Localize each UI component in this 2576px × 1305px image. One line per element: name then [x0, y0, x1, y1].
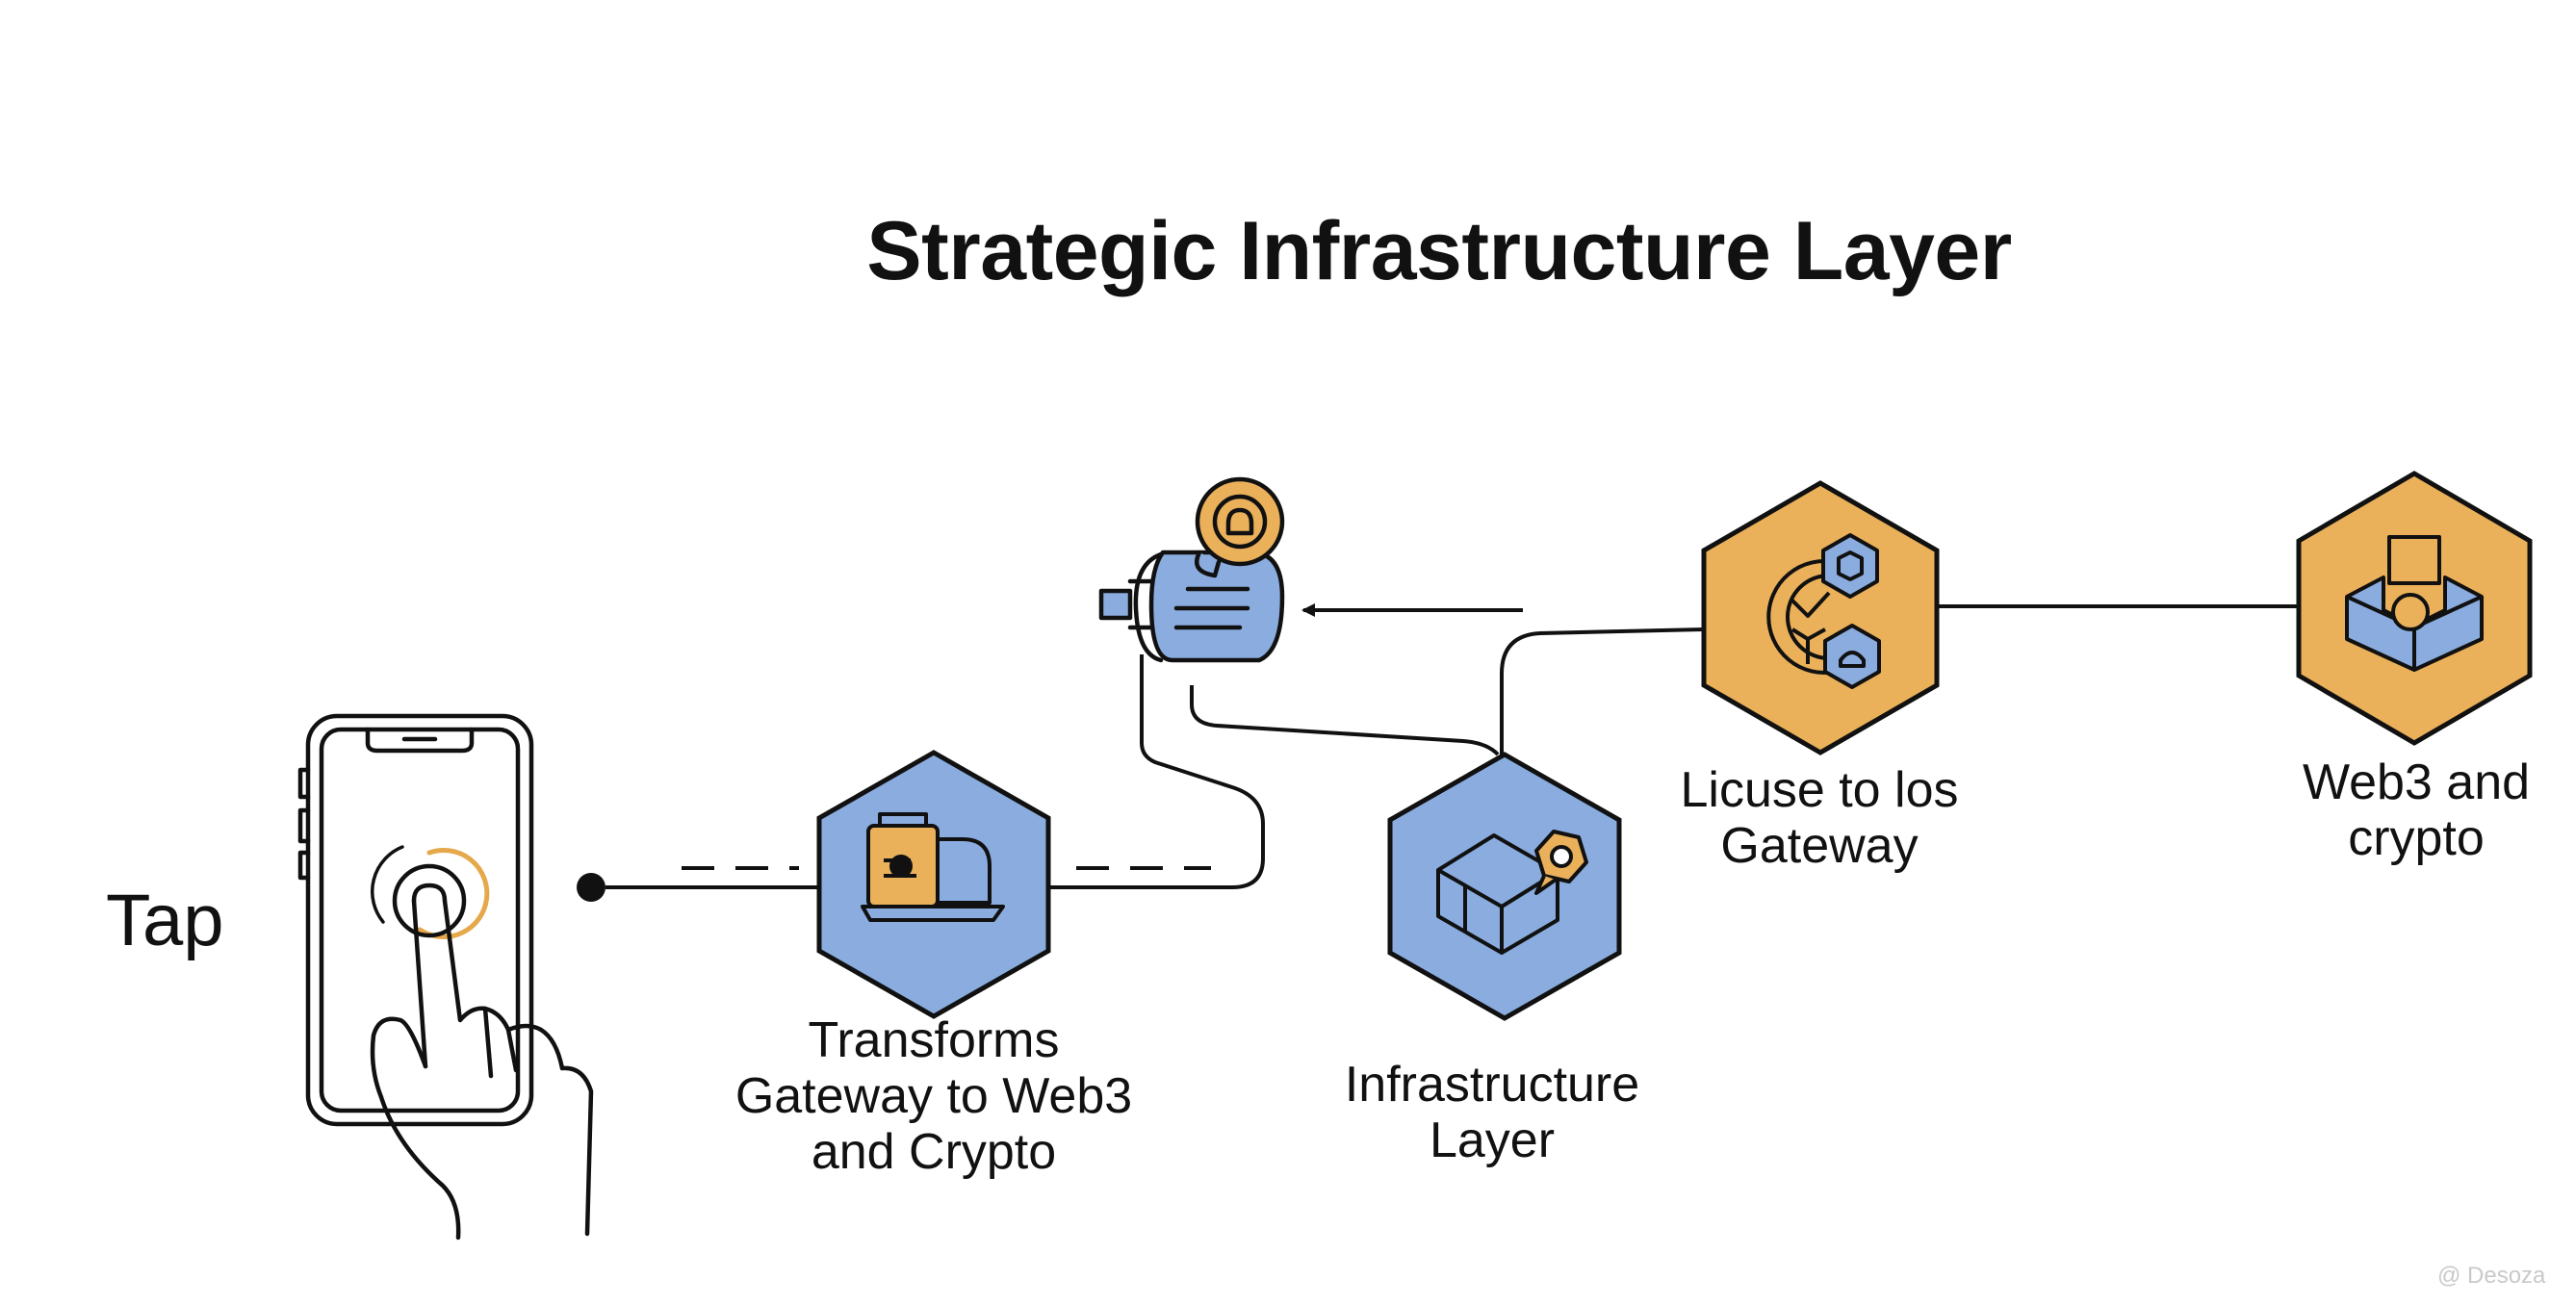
- label-web3: Web3 and crypto: [2253, 755, 2576, 866]
- scroll-chat-icon: [1098, 476, 1285, 663]
- gauge-hex-icon: [1766, 533, 1881, 689]
- label-gateway-line-2: Gateway to Web3: [734, 1068, 1133, 1124]
- label-gateway-line-3: and Crypto: [811, 1124, 1057, 1180]
- diagram-title: Strategic Infrastructure Layer: [866, 205, 2012, 297]
- hexagon-infrastructure: [1387, 752, 1622, 1021]
- label-infrastructure-line-2: Layer: [1429, 1113, 1556, 1168]
- connector-licuse-to-infra: [1500, 627, 1705, 755]
- connector-infra-to-scroll: [1190, 685, 1500, 756]
- connector-gateway-out: [1049, 654, 1265, 889]
- tap-label: Tap: [106, 880, 224, 961]
- label-licuse: Licuse to los Gateway: [1636, 762, 2002, 874]
- hexagon-licuse: [1701, 480, 1940, 755]
- hexagon-web3: [2296, 471, 2533, 746]
- label-licuse-line-2: Gateway: [1720, 818, 1919, 874]
- phone-tap-icon: [297, 713, 594, 1241]
- connectors: [577, 603, 2301, 902]
- laptop-wallet-icon: [861, 812, 1005, 922]
- cube-stack-icon: [2345, 535, 2484, 672]
- watermark: @ Desoza: [2437, 1263, 2546, 1289]
- label-infrastructure-line-1: Infrastructure: [1344, 1057, 1640, 1113]
- label-gateway: Transforms Gateway to Web3 and Crypto: [693, 1012, 1174, 1180]
- label-web3-line-1: Web3 and: [2302, 755, 2531, 810]
- label-infrastructure: Infrastructure Layer: [1309, 1057, 1675, 1168]
- label-gateway-line-1: Transforms: [808, 1012, 1060, 1068]
- hexagon-gateway: [816, 750, 1051, 1019]
- label-web3-line-2: crypto: [2348, 810, 2485, 866]
- start-dot: [577, 873, 605, 902]
- label-licuse-line-1: Licuse to los: [1680, 762, 1959, 818]
- box-gear-icon: [1436, 830, 1588, 955]
